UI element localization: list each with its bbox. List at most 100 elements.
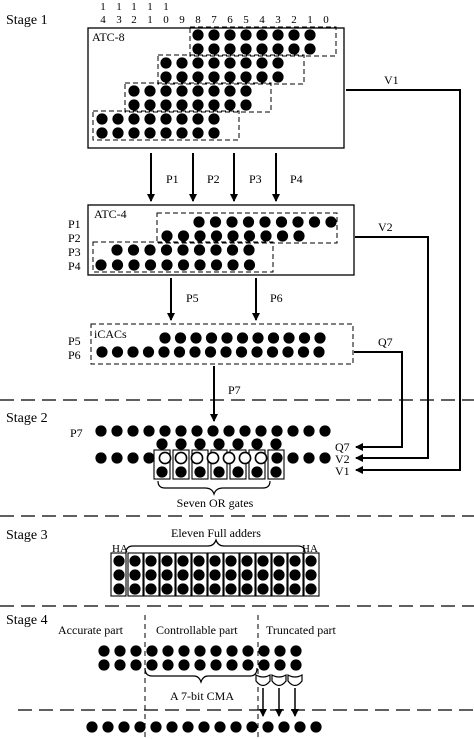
stage3-dot [209, 569, 221, 581]
v1-line [346, 89, 461, 474]
atc8-dot [288, 43, 300, 55]
v1-label: V1 [384, 73, 399, 87]
or-gate-box [229, 449, 247, 480]
icacs-dot [220, 346, 232, 358]
atc8-dot [160, 71, 172, 83]
atc8-group-3 [124, 82, 272, 113]
p7-dot [303, 425, 315, 437]
atc8-group-1 [189, 26, 337, 57]
atc8-dot [176, 99, 188, 111]
stage3-dot [289, 555, 301, 567]
atc4-dot [177, 259, 190, 271]
atc8-dot [192, 29, 204, 41]
atc4-dot [127, 244, 140, 256]
stage2-dot [232, 466, 244, 478]
stage2-dot [271, 452, 283, 464]
stage3-dot [305, 569, 317, 581]
or-gate-box [248, 449, 266, 480]
full-adder-box [175, 552, 192, 597]
full-adder-box [191, 552, 208, 597]
atc4-dot [177, 244, 189, 256]
stage4-dot [178, 659, 190, 671]
stage3-dot [193, 555, 205, 567]
stage4-dot [114, 659, 126, 671]
atc4-dot [160, 244, 173, 256]
final-output-dot [150, 721, 162, 733]
atc4-dot [226, 216, 238, 228]
column-index-tens: 1 [100, 1, 106, 13]
full-adder-box [143, 552, 160, 597]
column-index-units: 7 [211, 14, 217, 26]
stage3-dot [113, 583, 125, 595]
final-output-dot [246, 721, 258, 733]
icacs-dot [111, 346, 124, 358]
column-index-units: 2 [291, 14, 297, 26]
column-index-tens: 1 [163, 1, 169, 13]
stage3-dot [113, 555, 125, 567]
truncated-or-gate [287, 673, 303, 687]
atc8-dot [208, 71, 220, 83]
final-output-dot [102, 721, 114, 733]
atc8-dot [192, 113, 204, 125]
stage4-dot [114, 645, 126, 657]
p7-dot [255, 425, 267, 437]
truncated-or-gates [255, 673, 303, 687]
atc8-dot [176, 57, 188, 69]
or-gates-label: Seven OR gates [177, 496, 254, 510]
or-gate-box [172, 449, 190, 480]
atc8-dot [128, 99, 140, 111]
stage4-dot [226, 659, 238, 671]
atc4-block [87, 204, 355, 276]
stage4-dot [274, 645, 286, 657]
stage3-dot [177, 569, 189, 581]
atc8-dot [144, 99, 156, 111]
atc8-dot [176, 127, 188, 139]
atc8-dot [208, 85, 220, 97]
atc8-dot [160, 85, 172, 97]
full-adder-box [271, 552, 288, 597]
atc4-row-label-p1: P1 [68, 217, 81, 231]
icacs-dot [190, 332, 202, 344]
stage4-dot [274, 659, 286, 671]
atc8-group-2 [157, 54, 305, 85]
atc8-dot [240, 99, 252, 111]
full-adder-box [287, 552, 304, 597]
full-adder-box [239, 552, 256, 597]
p7-arrow-label: P7 [228, 383, 241, 397]
icacs-dot [158, 346, 170, 358]
stage3-dot [257, 555, 269, 567]
atc8-dot [160, 127, 172, 139]
p7-dot [207, 425, 219, 437]
v2-input-label: V2 [335, 452, 350, 466]
stage2-dot [238, 451, 252, 465]
icacs-row-label-p6: P6 [68, 348, 81, 362]
half-adder-box [303, 552, 320, 597]
atc8-group-4 [92, 110, 240, 141]
icacs-label: iCACs [94, 327, 127, 341]
icacs-dot [159, 332, 171, 344]
full-adders-label: Eleven Full adders [171, 526, 261, 540]
stage2-dot [111, 452, 123, 464]
final-output-dot [182, 721, 194, 733]
stage3-dot [273, 555, 285, 567]
stage4-dot [242, 645, 254, 657]
atc8-dot [304, 43, 316, 55]
column-index-units: 3 [275, 14, 281, 26]
stage3-dot [241, 569, 253, 581]
stage3-dot [305, 555, 317, 567]
atc8-dot [128, 127, 140, 139]
atc4-group-1 [156, 212, 338, 244]
atc8-dot [256, 57, 268, 69]
icacs-dot [236, 332, 249, 344]
atc8-dot [128, 113, 140, 125]
stage2-dot [232, 438, 244, 450]
stage2-dot [251, 438, 263, 450]
column-index-units: 2 [131, 14, 137, 26]
v2-line [355, 236, 429, 462]
column-index-units: 3 [116, 14, 122, 26]
icacs-dot [297, 346, 310, 358]
stage2-dot [95, 452, 107, 464]
icacs-dot [298, 332, 311, 344]
p7-dot [159, 425, 171, 437]
